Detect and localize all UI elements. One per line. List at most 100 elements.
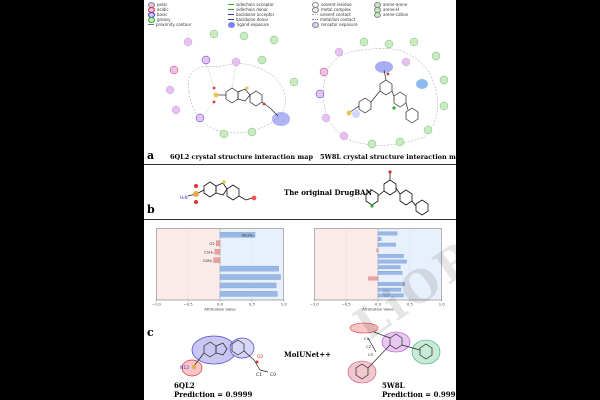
contour-line-icon — [148, 23, 154, 26]
x-tick-label: 0.0 — [375, 303, 382, 307]
molecule-5w8l-drugban — [365, 172, 429, 216]
attribution-bar — [377, 237, 382, 241]
legend-label: metal complex — [321, 7, 351, 12]
atom-label-c2-right: C2 — [366, 344, 372, 349]
legend-column-arene: arene-arene arene-H arene-cation — [374, 1, 409, 18]
residue-discs-right — [315, 37, 449, 149]
molecule-5w8l-molunet — [347, 322, 441, 384]
atom-label-c0: C0 — [270, 372, 276, 378]
arene-cation-icon — [374, 11, 381, 18]
legend-label: receptor exposure — [321, 22, 358, 27]
ligand-structure-6ql2 — [218, 87, 279, 117]
legend-column-solvent: solvent residue metal complex solvent co… — [312, 1, 358, 28]
solvent-contact-icon — [312, 13, 318, 16]
legend-label: ligand exposure — [237, 22, 269, 27]
attribution-bar — [368, 276, 379, 281]
attribution-bar — [377, 242, 396, 247]
bar-label: C1H₃ — [204, 250, 214, 254]
legend-label: backbone donor — [236, 17, 269, 22]
x-axis-label: Attribution Value — [362, 307, 394, 311]
x-tick-label: 0.5 — [407, 303, 414, 307]
panel-letter-b: b — [147, 203, 155, 216]
sulfur-atom — [346, 110, 352, 116]
receptor-exposure-icon — [312, 21, 319, 28]
drugban-structures: H₂N — [180, 170, 429, 216]
ligand-exposure-icon — [228, 21, 235, 28]
greasy-swatch-icon — [148, 16, 155, 23]
legend-label: arene-cation — [383, 12, 409, 17]
attribution-bar — [377, 270, 403, 275]
atom-label-c3-right: C3 — [368, 352, 374, 357]
attribution-bar — [377, 282, 405, 286]
metal-contact-icon — [312, 18, 318, 21]
legend-label: greasy — [157, 17, 171, 22]
oxygen-highlight — [194, 200, 198, 204]
x-tick-label: −0.5 — [342, 303, 352, 307]
label-5w8l: 5W8L — [382, 381, 405, 390]
bar-label: O2 — [209, 242, 215, 246]
method-label: MolUNet++ — [284, 350, 331, 359]
attribution-bar — [377, 259, 407, 264]
x-axis-label: Attribution Value — [204, 307, 236, 311]
legend-label: basic — [157, 12, 168, 17]
oxygen-atom — [262, 102, 266, 106]
sulfur-atom — [222, 180, 226, 184]
attribution-bar — [377, 293, 404, 298]
residue-discs-left — [165, 29, 299, 139]
label-6ql2: 6QL2 — [174, 381, 195, 390]
legend-label: backbone acceptor — [236, 12, 275, 17]
interaction-map-6ql2 — [165, 29, 299, 139]
molunet-structures: N12 O2 C1 C0 C1 C2 C3 — [180, 322, 441, 384]
legend-label: polar — [157, 2, 168, 7]
interaction-legend: polar acidic basic greasy proximity cont… — [148, 1, 448, 28]
ligand-exposure-blob — [375, 61, 393, 73]
bar-label: N12H₃ — [242, 234, 254, 238]
prediction-5w8l: Prediction = 0.9999 — [382, 390, 461, 399]
x-tick-label: −1.0 — [310, 303, 320, 307]
legend-label: solvent contact — [320, 12, 351, 17]
legend-label: proximity contour — [156, 22, 192, 27]
attribution-bar — [219, 282, 277, 289]
attribution-bar — [219, 265, 279, 272]
interaction-map-5w8l — [315, 37, 449, 149]
atom-label-o2: O2 — [257, 354, 264, 360]
proximity-contour — [323, 48, 439, 146]
ligand-exposure-blob — [272, 112, 290, 126]
attribution-bar — [219, 232, 256, 238]
legend-label: metal/ion contact — [320, 17, 356, 22]
x-tick-label: 1.0 — [281, 303, 288, 307]
molecule-6ql2-molunet — [181, 335, 269, 377]
attribution-bar — [219, 274, 281, 280]
x-tick-label: −0.5 — [184, 303, 194, 307]
oxygen-highlight — [194, 184, 198, 188]
attribution-bar — [377, 287, 402, 292]
figure: polar acidic basic greasy proximity cont… — [144, 0, 516, 400]
attribution-bar — [377, 265, 401, 270]
legend-label: sidechain acceptor — [236, 2, 274, 7]
bb-donor-line-icon — [228, 18, 234, 21]
divider-b-c — [144, 219, 456, 220]
donor-line-icon — [228, 8, 234, 11]
attribution-bar — [214, 249, 221, 255]
fluorine-atom — [370, 204, 374, 208]
bb-acceptor-line-icon — [228, 13, 234, 16]
acceptor-line-icon — [228, 3, 234, 6]
legend-label: sidechain donor — [236, 7, 268, 12]
fluorine-atom — [392, 106, 396, 110]
caption-6ql2-map: 6QL2 crystal structure interaction map — [170, 153, 313, 161]
legend-label: acidic — [157, 7, 169, 12]
atom-label-c1: C1 — [256, 372, 262, 378]
caption-5w8l-map: 5W8L crystal structure interaction map — [320, 153, 465, 161]
sulfur-atom — [245, 86, 249, 90]
ligand-exposure-blob — [416, 79, 428, 89]
panel-letter-c: c — [147, 326, 154, 339]
proximity-contour — [188, 63, 286, 134]
legend-label: arene-arene — [383, 2, 408, 7]
legend-label: solvent residue — [321, 2, 352, 7]
x-tick-label: 1.0 — [439, 303, 446, 307]
attribution-bar — [377, 231, 398, 236]
ligand-structure-5w8l — [349, 69, 419, 124]
